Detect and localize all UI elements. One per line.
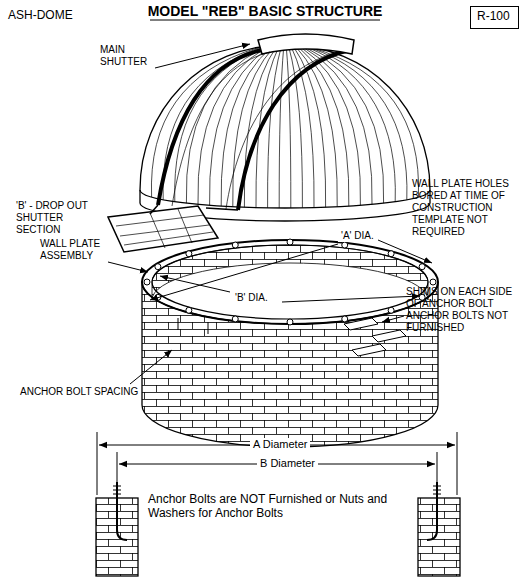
dome — [108, 34, 430, 252]
dimension-label: 'A' DIA. — [338, 230, 377, 242]
title-underline — [150, 20, 380, 21]
title: MODEL "REB" BASIC STRUCTURE — [130, 3, 400, 20]
note: Anchor Bolts are NOT Furnished or Nuts a… — [148, 492, 410, 521]
dimension-lines — [150, 240, 432, 302]
note: SHIMS ON EACH SIDE OF ANCHOR BOLT ANCHOR… — [406, 286, 524, 334]
dimension-label: A Diameter — [250, 438, 310, 451]
part-label: 'B' - DROP OUT SHUTTER SECTION — [16, 200, 106, 236]
sheet-number-box: R-100 — [470, 6, 519, 29]
masonry-wall — [142, 245, 438, 447]
sheet-number: R-100 — [477, 9, 512, 23]
note: WALL PLATE HOLES BORED AT TIME OF CONSTR… — [412, 178, 524, 238]
shims — [344, 318, 406, 356]
dimension-label: 'B' DIA. — [232, 292, 271, 304]
company-name: ASH-DOME — [8, 8, 98, 22]
wall-plate-ring — [142, 239, 438, 325]
dimension-label: B Diameter — [257, 457, 318, 470]
part-label: ANCHOR BOLT SPACING — [20, 386, 170, 398]
part-label: WALL PLATE ASSEMBLY — [40, 238, 122, 262]
leader-lines — [108, 44, 404, 384]
part-label: MAIN SHUTTER — [100, 44, 162, 68]
section-detail — [96, 432, 460, 576]
